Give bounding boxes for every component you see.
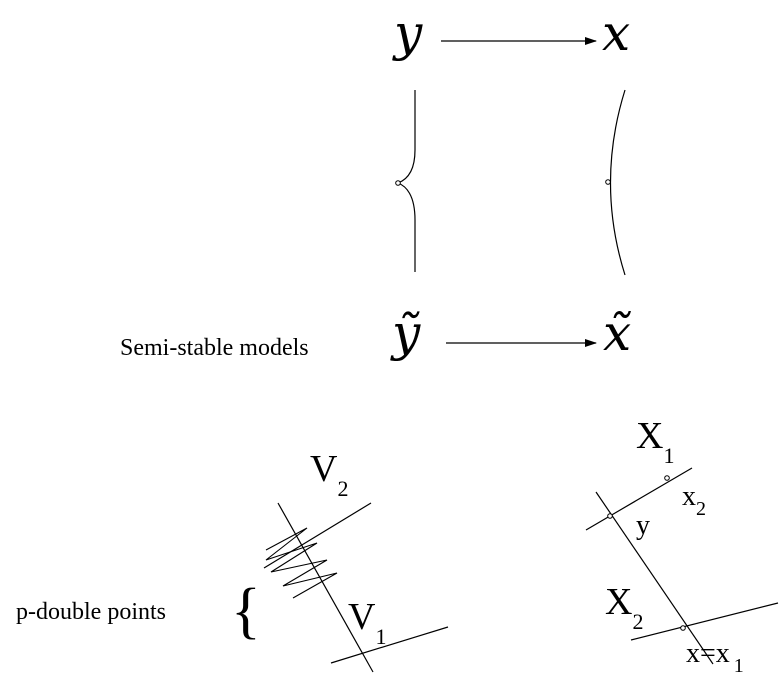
connecting-line	[277, 502, 374, 673]
y-point	[607, 513, 613, 519]
x2-line	[595, 491, 714, 665]
v2-line	[263, 502, 372, 569]
v2-label-base: V	[310, 448, 338, 490]
x2-big-label-sub: 2	[632, 609, 644, 634]
v1-line	[330, 626, 449, 664]
v1-label-base: V	[348, 596, 376, 638]
x1-label-sub: 1	[663, 443, 675, 468]
x-eq-label-sub: 1	[733, 655, 744, 677]
x1-label: X1	[636, 415, 674, 467]
left-cusp-curve	[396, 90, 416, 272]
bottom-left-label: ỹ	[392, 304, 421, 362]
top-left-label: y	[394, 4, 423, 62]
v2-label-sub: 2	[337, 476, 349, 501]
x2-big-label: X2	[605, 581, 643, 633]
brace-symbol: {	[231, 577, 261, 645]
top-right-label: x	[602, 4, 631, 62]
x2-big-label-base: X	[605, 581, 633, 623]
x1-line	[585, 467, 693, 531]
right-arc-point	[605, 179, 611, 185]
x-bottom-line	[630, 602, 779, 641]
bottom-right-label: x̃	[603, 304, 632, 362]
right-arc-curve	[609, 89, 626, 276]
x2-small-label: x2	[682, 481, 706, 520]
zigzag-double-points	[265, 527, 338, 599]
v2-label: V2	[310, 448, 348, 500]
x-eq-point	[680, 625, 686, 631]
x1-label-base: X	[636, 415, 664, 457]
x2-small-label-sub: 2	[696, 498, 706, 520]
y-small-label: y	[636, 510, 650, 541]
semi-stable-caption: Semi-stable models	[120, 335, 309, 361]
p-double-caption: p-double points	[16, 599, 166, 625]
v1-label-sub: 1	[375, 624, 387, 649]
x2-small-label-base: x	[682, 481, 696, 512]
x-eq-label-base: x=x	[686, 638, 730, 669]
v1-label: V1	[348, 596, 386, 648]
x2-point	[664, 475, 670, 481]
left-cusp-point	[395, 180, 401, 186]
